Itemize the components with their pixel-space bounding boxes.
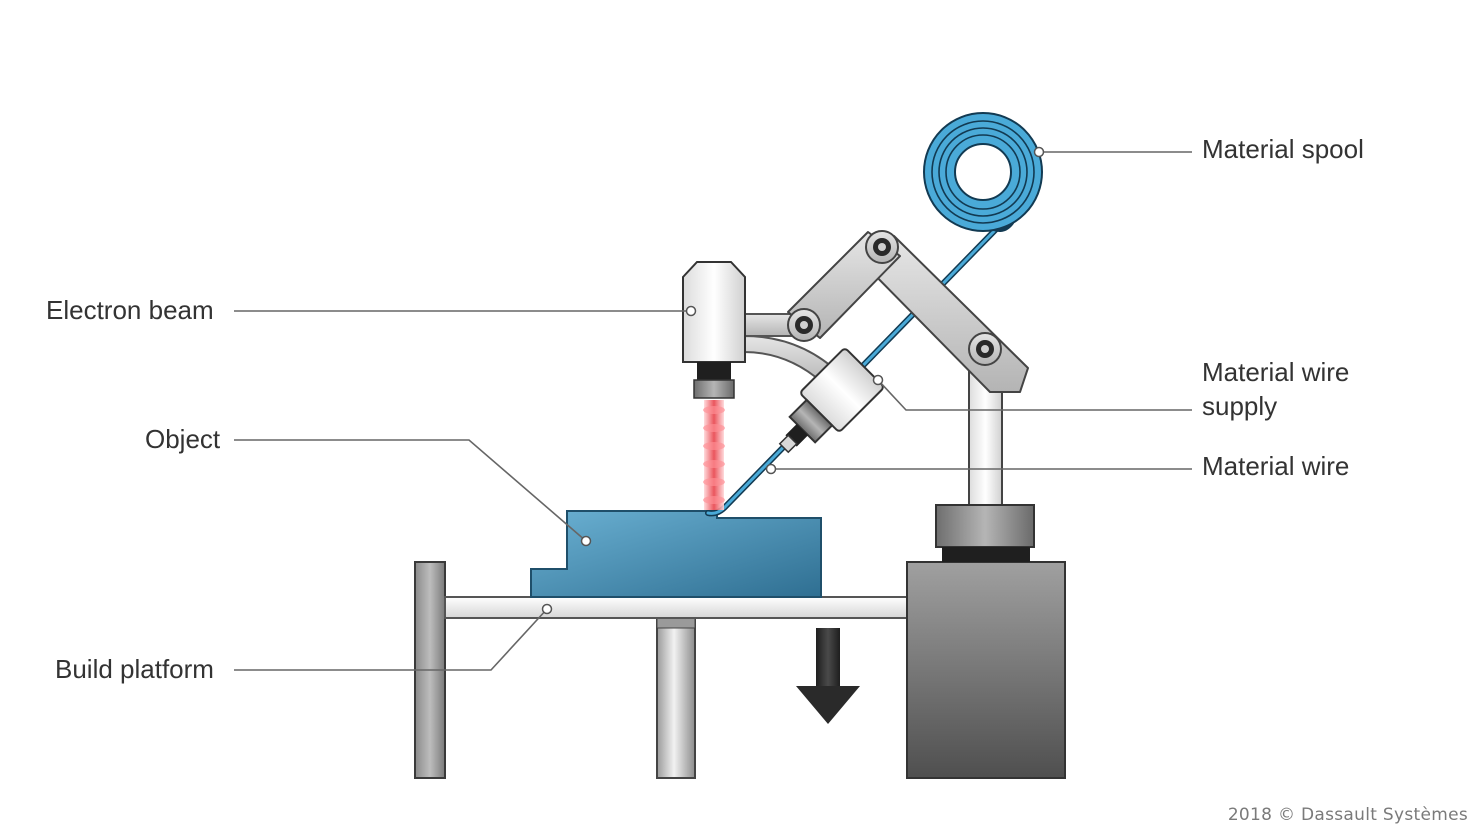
label-build-platform: Build platform — [55, 654, 214, 684]
copyright-notice: 2018 © Dassault Systèmes — [1227, 805, 1468, 825]
material-wire — [705, 217, 1008, 517]
robotic-arm — [787, 230, 1035, 562]
leader-dot — [872, 374, 884, 386]
leader-dot — [765, 463, 777, 475]
electron-beam-ray — [703, 400, 725, 510]
label-material-wire: Material wire — [1202, 451, 1350, 481]
center-column-cap — [656, 617, 696, 629]
leader-wire-supply — [877, 379, 1192, 411]
center-column — [656, 617, 696, 779]
electron-beam-head — [682, 261, 842, 399]
platform-plate — [444, 596, 909, 619]
leader-lines — [234, 151, 1192, 671]
leader-dots — [541, 146, 1045, 615]
leader-dot — [685, 305, 697, 317]
wire-supply-nozzle — [778, 348, 884, 454]
object-block — [530, 510, 822, 598]
label-material-spool: Material spool — [1202, 134, 1364, 164]
leader-dot — [580, 535, 592, 547]
leader-build-platform — [234, 608, 548, 671]
build-platform-assembly — [414, 561, 1066, 779]
pivot-bolt-icon — [873, 238, 891, 256]
pivot-bolt-icon — [976, 340, 994, 358]
down-arrow-icon — [796, 628, 860, 724]
material-spool — [923, 112, 1043, 232]
pivot-bolt-icon — [795, 316, 813, 334]
label-object: Object — [145, 424, 221, 454]
leader-object — [234, 439, 587, 542]
leader-dot — [1033, 146, 1045, 158]
label-material-wire-supply-line1: Material wire — [1202, 357, 1350, 387]
label-material-wire-supply-line2: supply — [1202, 391, 1278, 421]
drive-box — [906, 561, 1066, 779]
label-electron-beam: Electron beam — [46, 295, 214, 325]
leader-dot — [541, 603, 553, 615]
